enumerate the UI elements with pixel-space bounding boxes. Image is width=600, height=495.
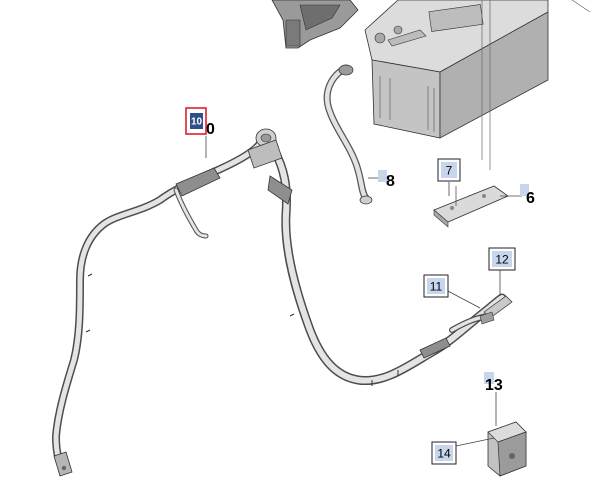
- battery-tray-bracket: [271, 0, 359, 49]
- callout-12[interactable]: 12: [488, 247, 516, 271]
- cable-sleeve: [175, 167, 451, 359]
- callout-6-label: 6: [526, 190, 535, 207]
- callout-14[interactable]: 14: [431, 441, 457, 465]
- battery-terminal-clamp: [247, 128, 283, 169]
- callout-13-label: 13: [485, 377, 503, 394]
- callout-14-label: 14: [437, 447, 451, 461]
- callout-10-tail: 0: [206, 121, 215, 138]
- cable-holder-bracket: [487, 421, 527, 477]
- callout-7[interactable]: 7: [437, 158, 461, 182]
- reference-lines: [481, 0, 591, 170]
- callout-10[interactable]: 10 0: [185, 107, 215, 138]
- callout-8-label: 8: [386, 173, 395, 190]
- callout-6[interactable]: 6: [520, 184, 535, 207]
- ground-strap: [323, 64, 373, 205]
- callout-13[interactable]: 13: [484, 372, 503, 394]
- cable-end-lug: [53, 451, 73, 477]
- callout-8[interactable]: 8: [378, 170, 395, 190]
- battery: [364, 0, 549, 139]
- callout-11-label: 11: [430, 280, 443, 294]
- callout-10-label: 10: [191, 117, 203, 128]
- harness-clip-marks: [85, 273, 399, 386]
- cable-terminal-ends: [479, 295, 513, 325]
- callout-12-label: 12: [495, 253, 509, 267]
- callout-7-label: 7: [446, 164, 453, 178]
- callout-11[interactable]: 11: [423, 274, 449, 298]
- leader-lines: [205, 136, 522, 447]
- battery-holder-plate: [433, 185, 509, 228]
